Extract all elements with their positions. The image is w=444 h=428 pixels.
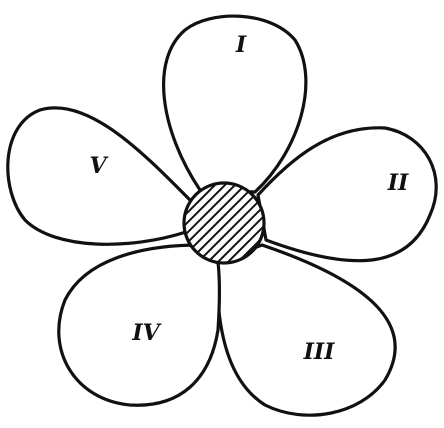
petal-V-label: V: [89, 153, 108, 179]
petal-I: [164, 16, 306, 192]
petal-III: [218, 245, 396, 415]
petal-II-label: II: [387, 170, 409, 196]
petal-I-label: I: [235, 32, 247, 58]
petal-III-label: III: [303, 339, 336, 365]
petal-IV-label: IV: [131, 320, 161, 346]
